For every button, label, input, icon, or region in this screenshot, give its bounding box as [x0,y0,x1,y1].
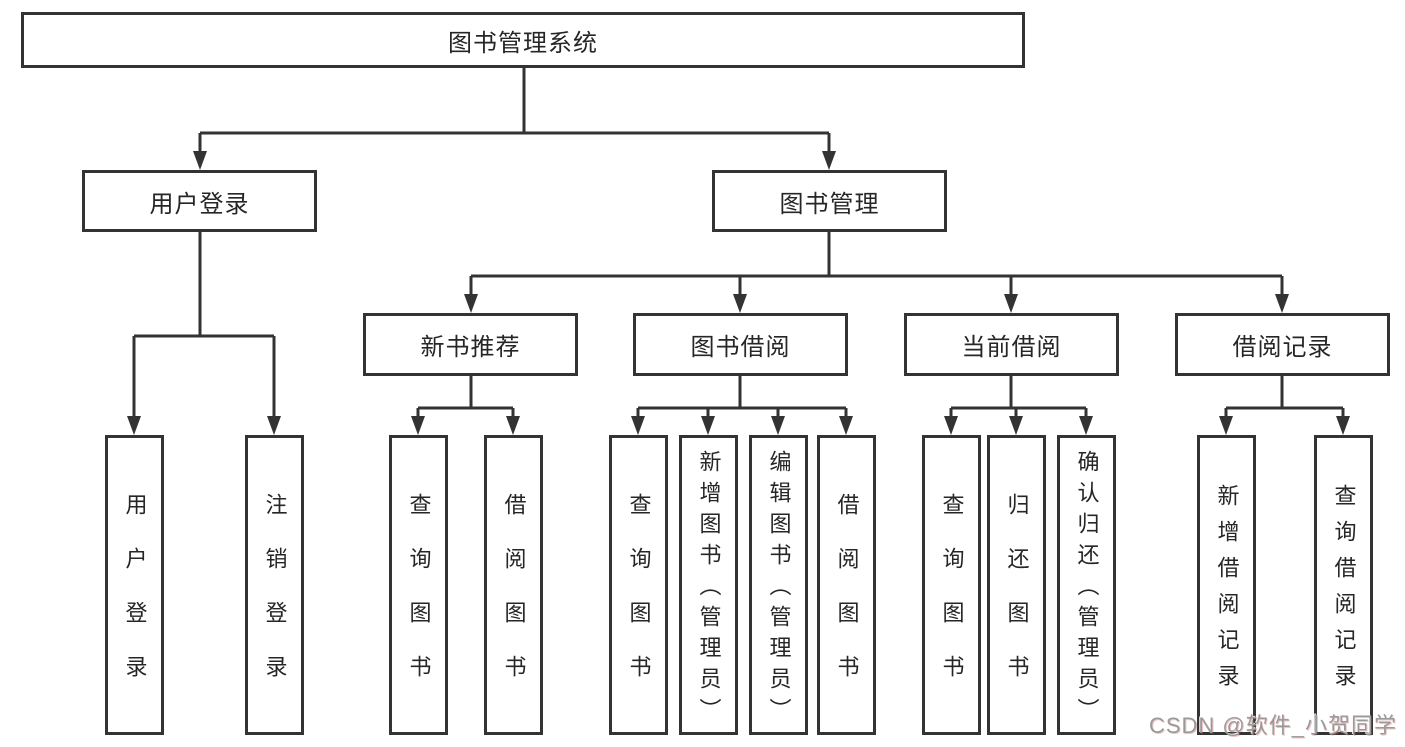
leaf-label: 注销登录 [262,493,288,709]
leaf-label: 新增借阅记录 [1214,484,1240,700]
leaf-label: 编辑图书（管理员） [766,450,792,729]
leaf-user-login: 用户登录 [105,435,164,735]
leaf-bb-add-book-admin: 新增图书（管理员） [679,435,738,735]
leaf-bb-query-book: 查询图书 [609,435,668,735]
leaf-label: 查询借阅记录 [1331,484,1357,700]
leaf-label: 借阅图书 [834,493,860,709]
node-new-book-recommend: 新书推荐 [363,313,578,376]
leaf-logout: 注销登录 [245,435,304,735]
node-root-system: 图书管理系统 [21,12,1025,68]
leaf-bb-edit-book-admin: 编辑图书（管理员） [749,435,808,735]
arrowheads [127,151,1350,435]
leaf-bb-borrow-book: 借阅图书 [817,435,876,735]
leaf-label: 查询图书 [626,493,652,709]
leaf-label: 用户登录 [122,493,148,709]
leaf-nb-query-book: 查询图书 [389,435,448,735]
leaf-label: 借阅图书 [501,493,527,709]
leaf-label: 确认归还（管理员） [1074,450,1100,729]
leaf-br-query-record: 查询借阅记录 [1314,435,1373,735]
node-current-borrow: 当前借阅 [904,313,1119,376]
node-book-borrow: 图书借阅 [633,313,848,376]
node-book-management: 图书管理 [712,170,947,232]
leaf-nb-borrow-book: 借阅图书 [484,435,543,735]
leaf-label: 查询图书 [939,493,965,709]
leaf-label: 归还图书 [1004,493,1030,709]
node-user-login: 用户登录 [82,170,317,232]
csdn-watermark: CSDN @软件_小贺同学 [1148,713,1397,738]
leaf-cb-confirm-return-admin: 确认归还（管理员） [1057,435,1116,735]
leaf-label: 新增图书（管理员） [696,450,722,729]
leaf-br-add-record: 新增借阅记录 [1197,435,1256,735]
node-borrow-record: 借阅记录 [1175,313,1390,376]
leaf-cb-return-book: 归还图书 [987,435,1046,735]
leaf-cb-query-book: 查询图书 [922,435,981,735]
leaf-label: 查询图书 [406,493,432,709]
